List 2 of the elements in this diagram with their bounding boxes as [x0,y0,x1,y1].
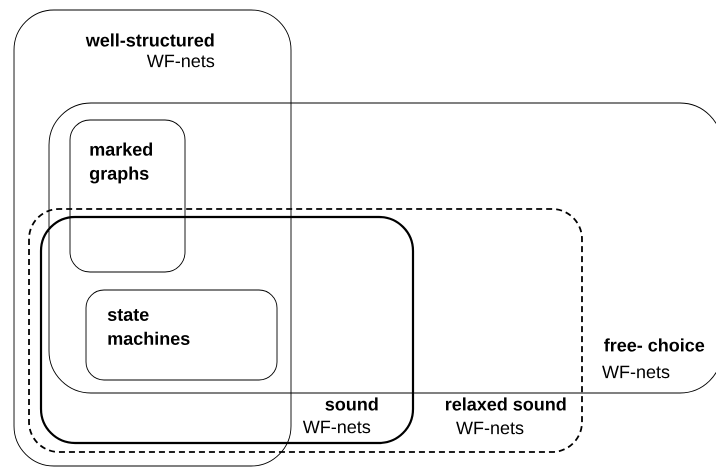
set-region: state machines [86,290,278,380]
set-region: marked graphs [70,120,186,272]
